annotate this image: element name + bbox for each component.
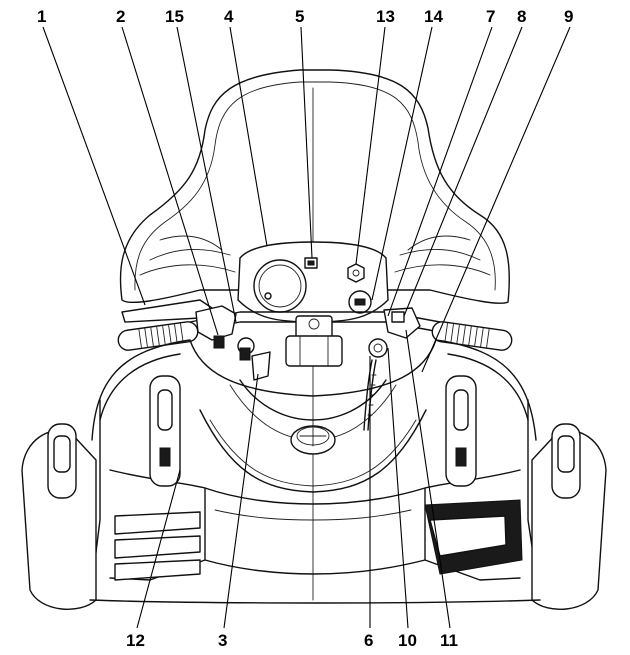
callout-15: 15 — [165, 7, 184, 26]
callout-4: 4 — [224, 7, 234, 26]
choke-knob — [368, 338, 388, 358]
callout-12: 12 — [126, 631, 145, 650]
callout-labels: 1 2 15 4 5 13 14 7 8 9 12 3 6 10 11 — [37, 7, 573, 650]
handlebar — [117, 299, 513, 367]
callout-10: 10 — [398, 631, 417, 650]
callout-14: 14 — [424, 7, 443, 26]
callout-5: 5 — [295, 7, 304, 26]
callout-7: 7 — [486, 7, 495, 26]
callout-2: 2 — [116, 7, 125, 26]
steering-parts — [237, 337, 388, 431]
hood-body — [89, 339, 541, 601]
fuel-cap-nut — [347, 263, 365, 283]
left-ski-guard — [21, 429, 97, 610]
callout-3: 3 — [218, 631, 227, 650]
callout-6: 6 — [364, 631, 373, 650]
callout-11: 11 — [440, 631, 458, 650]
side-handles — [21, 375, 607, 610]
speedometer-gauge — [253, 259, 307, 313]
callout-13: 13 — [376, 7, 395, 26]
callout-9: 9 — [564, 7, 573, 26]
leader-lines — [42, 26, 571, 629]
bottom-edge — [89, 599, 541, 604]
right-ski-guard — [531, 429, 607, 610]
instrument-console — [237, 241, 389, 323]
callout-1: 1 — [37, 7, 46, 26]
windshield — [119, 69, 510, 304]
callout-8: 8 — [517, 7, 526, 26]
